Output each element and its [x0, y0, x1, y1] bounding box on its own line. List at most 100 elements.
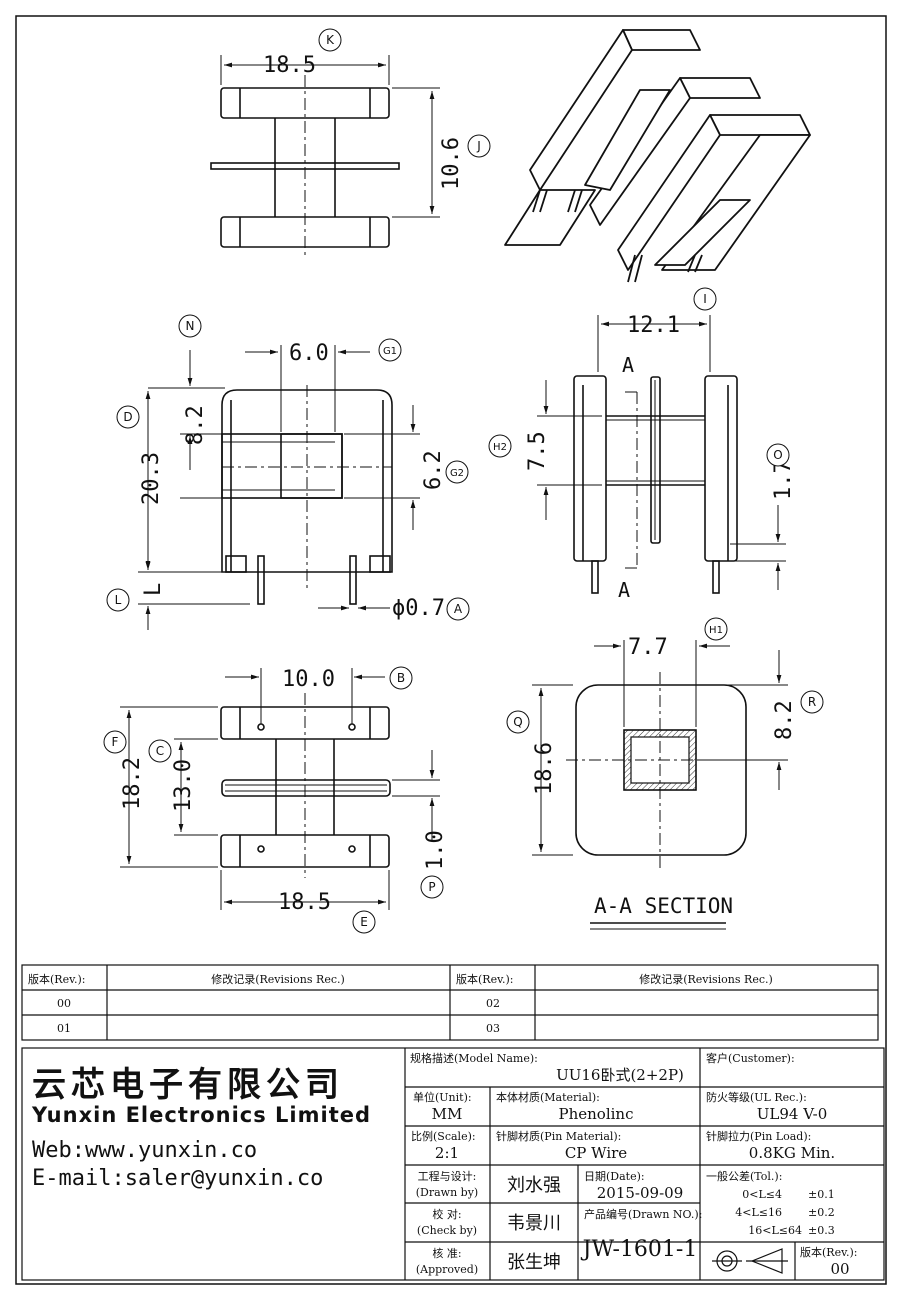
rev-value: 00 [830, 1260, 849, 1278]
dim-i-value: 12.1 [627, 313, 680, 338]
company-name-en: Yunxin Electronics Limited [31, 1103, 371, 1127]
drawn-no-value: JW-1601-1 [581, 1237, 698, 1262]
section-title: A-A SECTION [594, 894, 733, 918]
dim-e-value: 18.5 [278, 890, 331, 915]
isometric-view [504, 29, 811, 283]
dim-h2-value: 7.5 [525, 431, 550, 471]
material-value: Phenolinc [559, 1105, 634, 1123]
approved-label-2: (Approved) [416, 1263, 478, 1276]
unit-label: 单位(Unit): [413, 1090, 472, 1104]
marker-a: A [454, 602, 463, 616]
tol-value-1: ±0.2 [808, 1206, 835, 1219]
pin-material-label: 针脚材质(Pin Material): [496, 1129, 621, 1143]
marker-b: B [397, 671, 405, 685]
rev-row-01: 01 [57, 1022, 71, 1035]
marker-h2: H2 [493, 442, 507, 453]
check-label-2: (Check by) [417, 1224, 477, 1237]
rev-header-rec-left: 修改记录(Revisions Rec.) [211, 972, 345, 986]
tol-range-0: 0<L≤4 [742, 1188, 782, 1201]
tol-label: 一般公差(Tol.): [706, 1169, 782, 1183]
marker-g1: G1 [383, 346, 397, 357]
marker-h1: H1 [709, 625, 723, 636]
dim-o-value: 1.7 [771, 460, 796, 500]
company-name-cn: 云芯电子有限公司 [32, 1065, 344, 1105]
dim-h1-value: 7.7 [628, 635, 668, 660]
marker-i: I [703, 292, 707, 306]
tol-range-1: 4<L≤16 [735, 1206, 782, 1219]
dim-b-value: 10.0 [282, 667, 335, 692]
rev-row-00: 00 [57, 997, 71, 1010]
marker-c: C [156, 744, 164, 758]
drawn-value: 刘水强 [507, 1175, 561, 1196]
approved-value: 张生坤 [507, 1252, 561, 1273]
marker-d: D [123, 410, 132, 424]
ul-label: 防火等级(UL Rec.): [706, 1090, 807, 1104]
dim-a-value: ϕ0.7 [392, 596, 445, 621]
dim-r-value: 8.2 [772, 700, 797, 740]
drawn-label-1: 工程与设计: [418, 1170, 477, 1183]
top-view [210, 75, 400, 255]
marker-p: P [428, 880, 435, 894]
side-view [573, 375, 738, 594]
dim-k-value: 18.5 [263, 53, 316, 78]
drawn-no-label: 产品编号(Drawn NO.): [584, 1207, 702, 1221]
rev-header-rev-right: 版本(Rev.): [456, 972, 514, 986]
bottom-view [220, 693, 391, 878]
marker-l: L [115, 593, 122, 607]
dim-f-value: 18.2 [120, 757, 145, 810]
section-cut-bottom: A [618, 578, 630, 602]
rev-header-rev-left: 版本(Rev.): [28, 972, 86, 986]
unit-value: MM [432, 1105, 463, 1123]
pin-material-value: CP Wire [565, 1144, 627, 1162]
marker-o: O [773, 448, 782, 462]
material-label: 本体材质(Material): [496, 1090, 600, 1104]
drawn-label-2: (Drawn by) [416, 1186, 478, 1199]
marker-g2: G2 [450, 468, 464, 479]
approved-label-1: 核 准: [432, 1246, 461, 1260]
marker-k: K [326, 33, 335, 47]
drawing-border [15, 15, 887, 1285]
dim-q-value: 18.6 [532, 742, 557, 795]
model-label: 规格描述(Model Name): [410, 1051, 538, 1065]
check-value: 韦景川 [507, 1213, 561, 1234]
front-view [221, 385, 393, 605]
scale-label: 比例(Scale): [411, 1129, 476, 1143]
dim-l-value: L [141, 583, 166, 596]
dim-j-value: 10.6 [439, 137, 464, 190]
marker-e: E [360, 915, 368, 929]
ul-value: UL94 V-0 [757, 1105, 828, 1123]
tol-range-2: 16<L≤64 [748, 1224, 802, 1237]
pin-load-value: 0.8KG Min. [749, 1144, 835, 1162]
dim-g2-value: 6.2 [421, 450, 446, 490]
rev-row-02: 02 [486, 997, 500, 1010]
scale-value: 2:1 [435, 1144, 459, 1162]
rev-label: 版本(Rev.): [800, 1245, 858, 1259]
dim-d-value: 20.3 [139, 452, 164, 505]
section-view [566, 672, 756, 868]
rev-header-rec-right: 修改记录(Revisions Rec.) [639, 972, 773, 986]
dim-n-value: 8.2 [183, 405, 208, 445]
marker-f: F [112, 735, 119, 749]
company-web: Web:www.yunxin.co [32, 1138, 257, 1163]
tol-value-2: ±0.3 [808, 1224, 835, 1237]
tol-value-0: ±0.1 [808, 1188, 835, 1201]
section-cut-top: A [622, 353, 634, 377]
marker-j: J [476, 139, 481, 153]
marker-r: R [808, 695, 816, 709]
customer-label: 客户(Customer): [706, 1051, 795, 1065]
projection-symbol-icon [712, 1248, 788, 1274]
check-label-1: 校 对: [432, 1207, 461, 1221]
marker-n: N [186, 319, 195, 333]
company-email: E-mail:saler@yunxin.co [32, 1166, 323, 1191]
dim-g1-value: 6.0 [289, 341, 329, 366]
rev-row-03: 03 [486, 1022, 500, 1035]
revision-table [21, 964, 879, 1041]
date-label: 日期(Date): [584, 1170, 645, 1183]
marker-q: Q [513, 715, 522, 729]
pin-load-label: 针脚拉力(Pin Load): [706, 1129, 811, 1143]
model-value: UU16卧式(2+2P) [556, 1066, 684, 1084]
dim-c-value: 13.0 [171, 759, 196, 812]
date-value: 2015-09-09 [597, 1184, 683, 1202]
title-block-grid [21, 1047, 885, 1281]
